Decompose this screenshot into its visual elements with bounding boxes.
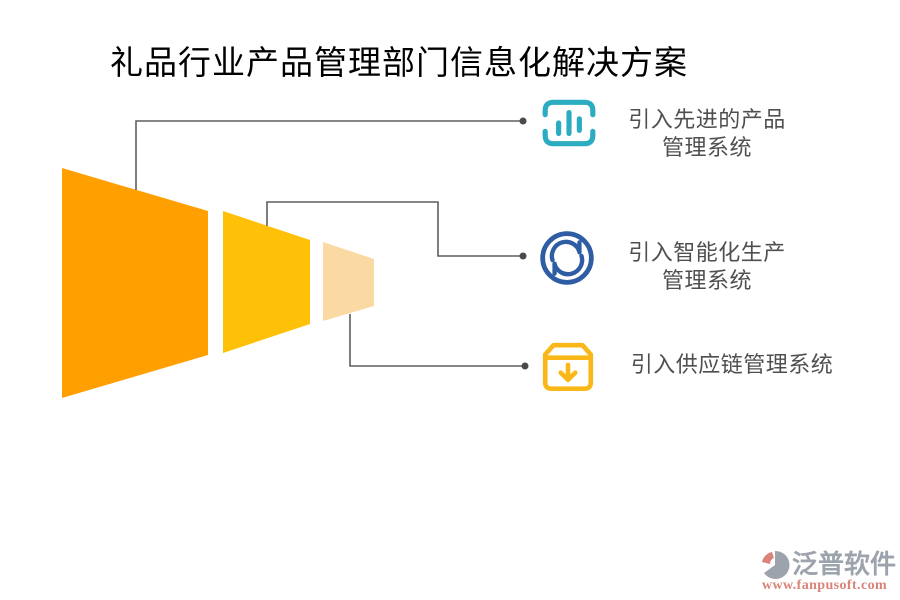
connector-dot-1 bbox=[519, 117, 527, 125]
fanpu-logo-icon bbox=[762, 550, 790, 579]
funnel-stage-1 bbox=[62, 168, 208, 398]
sync-icon bbox=[538, 229, 596, 287]
item-label-2-line-2: 管理系统 bbox=[661, 268, 752, 293]
funnel-stage-3 bbox=[323, 242, 374, 321]
item-label-3: 引入供应链管理系统 bbox=[606, 351, 858, 379]
logo-name: 泛普软件 bbox=[792, 549, 897, 579]
connector-dots bbox=[519, 117, 529, 370]
connector-line-1 bbox=[135, 120, 522, 190]
item-label-1: 引入先进的产品 管理系统 bbox=[598, 106, 816, 162]
item-label-2: 引入智能化生产 管理系统 bbox=[598, 239, 816, 295]
connector-line-2 bbox=[266, 201, 522, 257]
connector-line-3 bbox=[349, 314, 524, 367]
logo: 泛普软件 www.fanpusoft.com bbox=[758, 548, 897, 594]
connector-lines bbox=[135, 120, 524, 367]
package-download-icon bbox=[539, 340, 597, 396]
bar-chart-icon bbox=[540, 96, 598, 150]
funnel-stage-2 bbox=[223, 211, 310, 353]
item-label-3-line-1: 引入供应链管理系统 bbox=[630, 352, 834, 377]
page-title: 礼品行业产品管理部门信息化解决方案 bbox=[110, 44, 688, 81]
item-label-1-line-2: 管理系统 bbox=[661, 135, 752, 160]
connector-dot-2 bbox=[519, 252, 527, 260]
logo-url: www.fanpusoft.com bbox=[762, 578, 888, 593]
item-label-1-line-1: 引入先进的产品 bbox=[628, 107, 786, 132]
connector-dot-3 bbox=[521, 362, 529, 370]
item-label-2-line-1: 引入智能化生产 bbox=[628, 240, 786, 265]
